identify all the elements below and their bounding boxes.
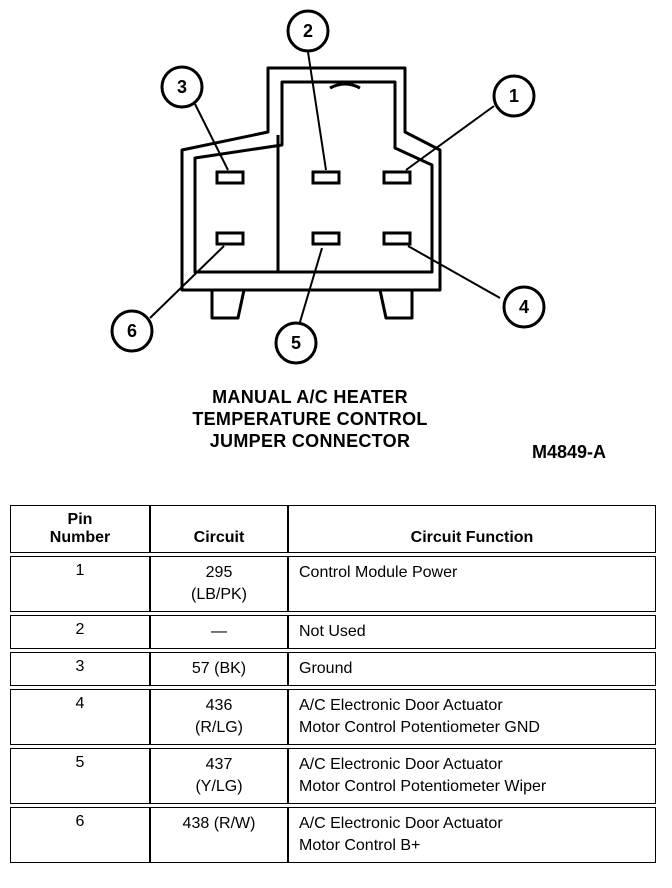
leader-4: [407, 245, 501, 299]
left-tab: [210, 289, 246, 320]
pin-number-cell: 3: [10, 652, 150, 686]
circuit-cell: 438 (R/W): [150, 807, 288, 863]
circuit-cell: 437 (Y/LG): [150, 748, 288, 804]
circuit-cell-line: 437: [205, 756, 233, 773]
callout-circle-5: [274, 321, 318, 365]
table-header-row: Pin Number Circuit Circuit Function: [10, 505, 656, 553]
circuit-cell-line: 57 (BK): [191, 660, 247, 677]
circuit-cell-line: (Y/LG): [195, 778, 243, 795]
callout-circle-4: [502, 285, 546, 329]
diagram-caption-line-3: JUMPER CONNECTOR: [209, 431, 411, 451]
pin-slot-2: [311, 170, 341, 185]
circuit-function-cell-line: A/C Electronic Door Actuator: [299, 815, 503, 832]
callout-label-2: 2: [303, 21, 313, 41]
leader-6: [149, 245, 225, 319]
pin-number-cell: 5: [10, 748, 150, 804]
pin-slot-1: [382, 170, 412, 185]
table-row: 1 295 (LB/PK) Control Module Power: [10, 556, 656, 612]
callout-circle-3: [160, 65, 204, 109]
circuit-function-cell-line: A/C Electronic Door Actuator: [299, 697, 503, 714]
pin-number-cell-line: 2: [75, 621, 85, 638]
pin-slot-4: [382, 231, 412, 246]
circuit-cell-line: (LB/PK): [190, 586, 247, 603]
circuit-cell: —: [150, 615, 288, 649]
figure-id: M4849-A: [532, 442, 607, 462]
pin-slot-6: [215, 231, 245, 246]
pin-number-cell-line: 4: [75, 695, 85, 712]
pin-number-cell-line: 3: [75, 658, 85, 675]
circuit-function-cell-line: A/C Electronic Door Actuator: [299, 756, 503, 773]
circuit-function-cell-line: Motor Control B+: [299, 837, 421, 854]
callout-label-3: 3: [177, 77, 187, 97]
callout-label-6: 6: [127, 321, 137, 341]
circuit-function-cell-line: Control Module Power: [299, 564, 458, 581]
leader-2: [307, 51, 327, 171]
header-pin-line-1: Pin: [67, 511, 93, 528]
pin-number-cell-line: 5: [75, 754, 85, 771]
circuit-cell-line: —: [211, 623, 227, 640]
diagram-caption-line-1: MANUAL A/C HEATER: [212, 387, 408, 407]
leader-1: [405, 105, 495, 171]
circuit-function-cell-line: Ground: [299, 660, 353, 677]
circuit-cell-line: (R/LG): [195, 719, 243, 736]
right-tab: [378, 289, 414, 320]
pin-number-cell-line: 1: [75, 562, 85, 579]
circuit-cell-line: 295: [205, 564, 233, 581]
header-circuit-function: Circuit Function: [288, 505, 656, 553]
circuit-cell: 57 (BK): [150, 652, 288, 686]
circuit-function-cell: Not Used: [288, 615, 656, 649]
circuit-function-cell-line: Motor Control Potentiometer Wiper: [299, 778, 547, 795]
diagram-caption-line-2: TEMPERATURE CONTROL: [192, 409, 428, 429]
leader-5: [299, 247, 323, 323]
connector-cavity: [193, 80, 434, 274]
pin-number-cell: 4: [10, 689, 150, 745]
circuit-cell: 295 (LB/PK): [150, 556, 288, 612]
pinout-table: Pin Number Circuit Circuit Function 1 295…: [10, 502, 656, 866]
pin-slot-5: [311, 231, 341, 246]
pin-number-cell-line: 6: [75, 813, 85, 830]
circuit-cell-line: 436: [205, 697, 233, 714]
circuit-function-cell: Control Module Power: [288, 556, 656, 612]
header-pin-number: Pin Number: [10, 505, 150, 553]
circuit-cell-line: 438 (R/W): [182, 815, 256, 832]
table-row: 3 57 (BK) Ground: [10, 652, 656, 686]
leader-3: [194, 103, 229, 171]
pin-slot-3: [215, 170, 245, 185]
header-circuit: Circuit: [150, 505, 288, 553]
circuit-cell: 436 (R/LG): [150, 689, 288, 745]
callout-circle-2: [286, 9, 330, 53]
callout-circle-1: [492, 74, 536, 118]
callout-label-5: 5: [291, 333, 301, 353]
circuit-function-cell: Ground: [288, 652, 656, 686]
header-pin-line-2: Number: [49, 529, 111, 546]
pin-number-cell: 2: [10, 615, 150, 649]
circuit-function-cell-line: Not Used: [299, 623, 366, 640]
connector-housing: [180, 66, 442, 292]
pin-number-cell: 1: [10, 556, 150, 612]
table-row: 2 — Not Used: [10, 615, 656, 649]
connector-diagram: 2 3 1 6 5 4: [110, 9, 546, 365]
callout-label-1: 1: [509, 86, 519, 106]
callout-circle-6: [110, 309, 154, 353]
pin-number-cell: 6: [10, 807, 150, 863]
circuit-function-cell-line: Motor Control Potentiometer GND: [299, 719, 540, 736]
callout-label-4: 4: [519, 297, 529, 317]
